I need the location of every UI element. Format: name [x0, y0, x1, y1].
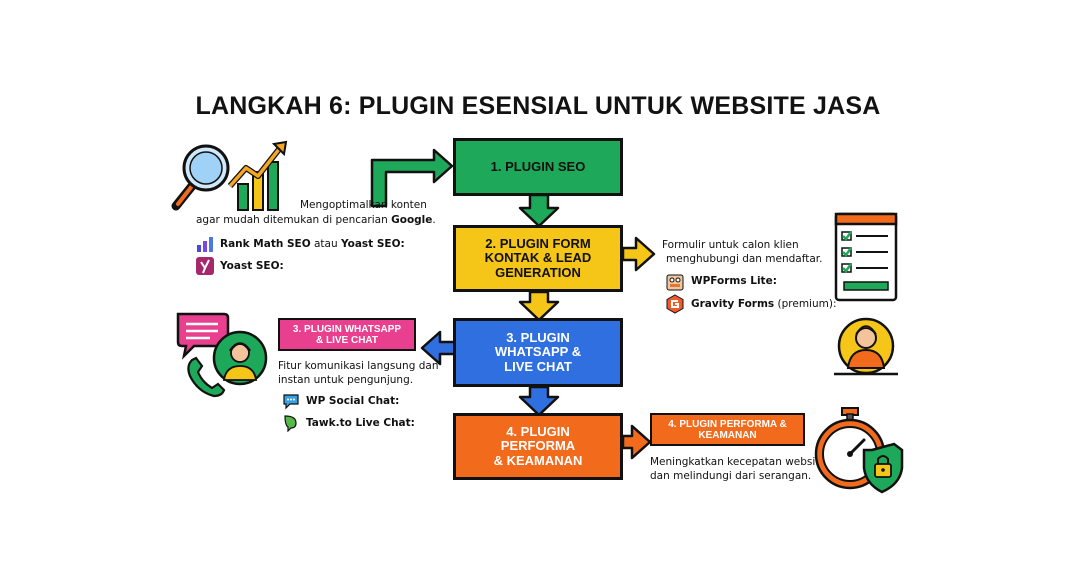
arrow-into-step-1: [370, 148, 454, 208]
tawkto-name: Tawk.to Live Chat:: [306, 417, 415, 429]
plugin-wp-social-chat: WP Social Chat:: [282, 392, 399, 410]
gravity-forms-name: Gravity Forms: [691, 298, 775, 310]
perf-label-line-1: 4. PLUGIN PERFORMA &: [668, 418, 787, 430]
step-2-line-1: 2. PLUGIN FORM: [485, 236, 591, 252]
arrow-step-4-to-perf-info: [621, 424, 652, 460]
rank-math-icon: [197, 237, 213, 252]
perf-desc-line-1: Meningkatkan kecepatan website: [650, 456, 826, 468]
chat-label: 3. PLUGIN WHATSAPP & LIVE CHAT: [278, 318, 416, 351]
seo-description: Mengoptimalkan konten: [300, 198, 427, 212]
plugin-tawkto: Tawk.to Live Chat:: [282, 414, 415, 432]
wpforms-icon: [666, 274, 684, 291]
form-checklist-person-icon: [834, 212, 898, 376]
seo-desc-line-2-end: .: [432, 214, 436, 226]
rank-math-name: Rank Math SEO: [220, 238, 311, 250]
perf-description: Meningkatkan kecepatan website dan melin…: [650, 455, 826, 484]
perf-label-line-2: KEAMANAN: [698, 429, 757, 441]
plugin-rank-math: Rank Math SEO atau Yoast SEO:: [196, 235, 405, 253]
arrow-step-2-to-3: [518, 290, 560, 322]
gravity-forms-suffix: (premium):: [774, 298, 837, 310]
step-3-line-1: 3. PLUGIN: [506, 330, 570, 346]
yoast-name: Yoast SEO:: [220, 260, 284, 272]
seo-analytics-icon: [171, 140, 288, 211]
step-1-box: 1. PLUGIN SEO: [453, 138, 623, 196]
step-2-line-3: GENERATION: [495, 264, 581, 280]
seo-desc-line-1: Mengoptimalkan konten: [300, 199, 427, 211]
plugin-yoast: Yoast SEO:: [196, 257, 284, 275]
form-desc-line-2: menghubungi dan mendaftar.: [666, 253, 823, 266]
step-2-line-2: KONTAK & LEAD: [484, 250, 592, 266]
arrow-step-2-to-form-info: [621, 236, 656, 272]
step-1-line-1: 1. PLUGIN SEO: [490, 158, 586, 174]
chat-label-line-1: 3. PLUGIN WHATSAPP: [292, 323, 402, 335]
step-3-line-3: LIVE CHAT: [504, 358, 572, 374]
plugin-wpforms: WPForms Lite:: [665, 271, 777, 291]
form-description: Formulir untuk calon klien menghubungi d…: [662, 238, 823, 267]
yoast-icon: [196, 257, 214, 275]
arrow-step-1-to-2: [518, 193, 560, 228]
wp-social-chat-name: WP Social Chat:: [306, 395, 400, 407]
chat-label-line-2: & LIVE CHAT: [315, 334, 379, 346]
chat-desc-line-2: instan untuk pengunjung.: [278, 374, 414, 387]
step-2-box: 2. PLUGIN FORM KONTAK & LEAD GENERATION: [453, 225, 623, 292]
chat-desc-line-1: Fitur komunikasi langsung dan: [278, 360, 439, 372]
plugin-gravity-forms: Gravity Forms (premium):: [665, 294, 837, 314]
chat-support-icon: [176, 312, 268, 398]
tawkto-icon: [284, 415, 297, 432]
google-keyword: Google: [391, 214, 433, 226]
seo-desc-line-2: agar mudah ditemukan di pencarian: [196, 214, 392, 226]
gravity-forms-icon: [666, 294, 684, 314]
perf-desc-line-2: dan melindungi dari serangan.: [650, 470, 812, 483]
arrow-step-3-to-4: [518, 385, 560, 417]
rank-math-joiner: atau: [310, 238, 341, 250]
chat-description: Fitur komunikasi langsung dan instan unt…: [278, 359, 438, 388]
page-title: LANGKAH 6: PLUGIN ESENSIAL UNTUK WEBSITE…: [195, 92, 881, 120]
step-3-line-2: WHATSAPP &: [494, 344, 582, 360]
stopwatch-shield-icon: [814, 407, 904, 494]
step-3-box: 3. PLUGIN WHATSAPP & LIVE CHAT: [453, 318, 623, 387]
step-4-line-2: PERFORMA: [500, 438, 576, 454]
chat-bubble-icon: [283, 394, 299, 410]
seo-description-2: agar mudah ditemukan di pencarian Google…: [196, 213, 436, 227]
step-4-line-3: & KEAMANAN: [493, 452, 583, 468]
step-4-box: 4. PLUGIN PERFORMA & KEAMANAN: [453, 413, 623, 480]
rank-math-name-2: Yoast SEO:: [340, 238, 405, 250]
wpforms-name: WPForms Lite:: [691, 275, 777, 287]
step-4-line-1: 4. PLUGIN: [506, 424, 570, 440]
form-desc-line-1: Formulir untuk calon klien: [662, 239, 799, 251]
perf-label: 4. PLUGIN PERFORMA & KEAMANAN: [650, 413, 805, 446]
